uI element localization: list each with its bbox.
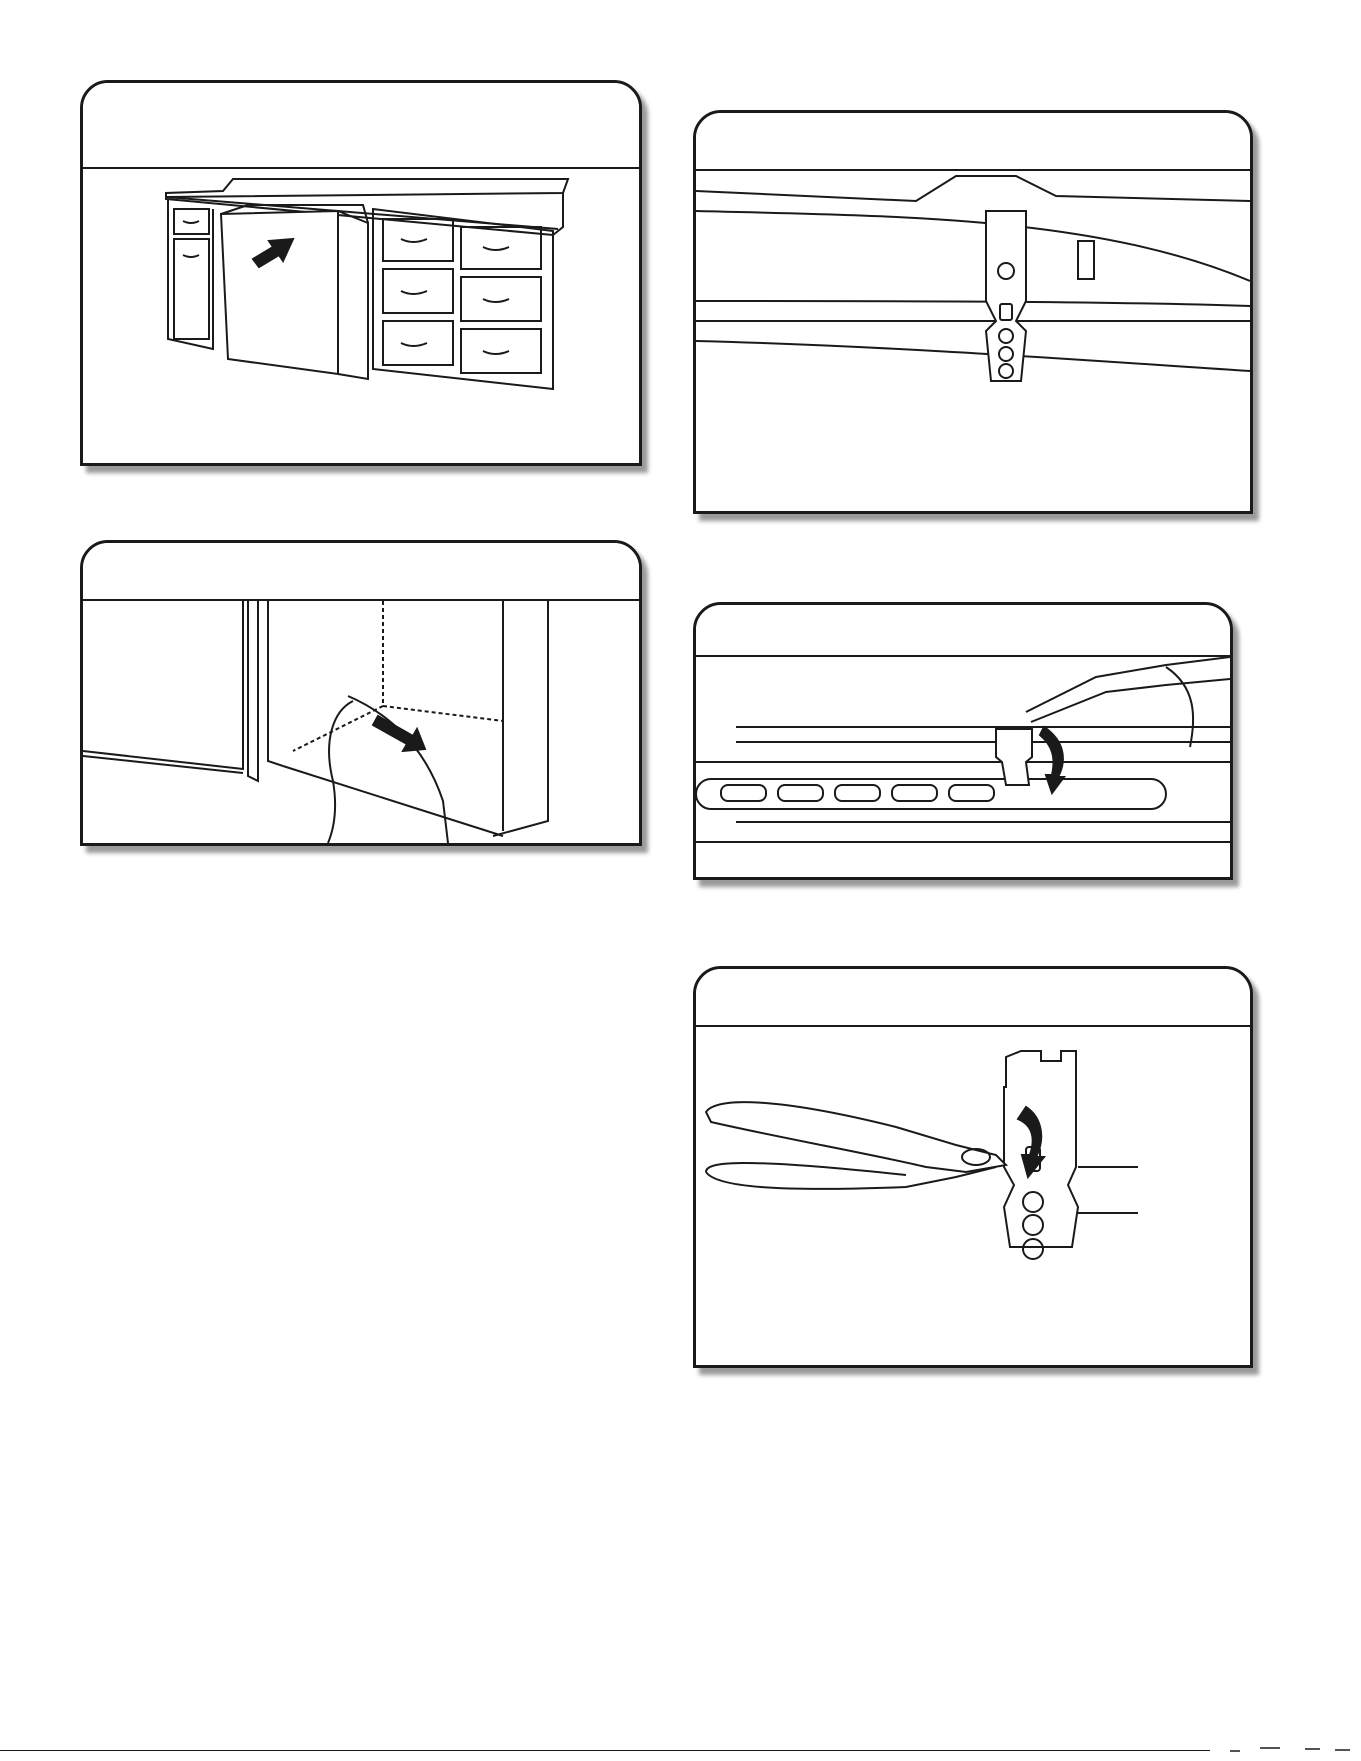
footer-rule (0, 1750, 1210, 1751)
figure-5-header (696, 969, 1250, 1027)
mounting-bracket-icon (696, 171, 1250, 511)
figure-4-header (696, 605, 1230, 657)
figure-4-panel (693, 602, 1233, 880)
figure-5-panel (693, 966, 1253, 1368)
figure-2-panel (80, 540, 642, 846)
figure-3-panel (693, 110, 1253, 514)
figure-1-panel (80, 80, 642, 466)
figure-3-header (696, 113, 1250, 171)
cabinet-install-arrow-icon (83, 169, 639, 463)
figure-2-header (83, 543, 639, 601)
figure-1-header (83, 83, 639, 169)
footer-marks (1225, 1745, 1355, 1755)
pliers-bend-bracket-icon (696, 657, 1230, 877)
pliers-bracket-detail-icon (696, 1027, 1250, 1365)
power-cord-arrow-icon (83, 601, 639, 843)
